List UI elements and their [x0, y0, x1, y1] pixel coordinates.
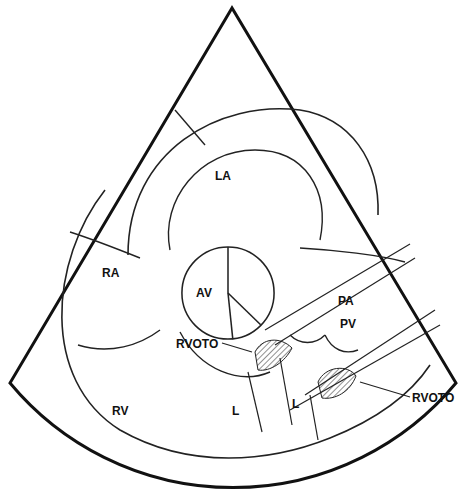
chamber-label: AV [196, 287, 212, 299]
rv-wall [62, 190, 430, 458]
anatomy-label: RV [112, 405, 128, 417]
la-inner-wall [168, 150, 322, 250]
length-line [310, 395, 318, 440]
anatomy-label: RA [102, 267, 119, 279]
anatomy-label: RVOTO [176, 338, 218, 350]
length-line [248, 372, 262, 432]
rvoto-hatch [318, 368, 356, 398]
anatomy-label: L [292, 398, 299, 410]
pulmonary-valve [290, 335, 325, 343]
anatomy-label: LA [215, 170, 231, 182]
leader-line [222, 343, 252, 352]
valve-circle: AV [180, 245, 276, 341]
anatomy-label: PA [338, 295, 354, 307]
valve-outline [180, 245, 276, 341]
la-wall [128, 109, 378, 255]
pa-line [275, 258, 415, 345]
leader-line [360, 382, 410, 397]
rvoto-hatch [255, 340, 292, 370]
pulmonary-valve [325, 335, 358, 352]
pa-line [265, 244, 410, 330]
length-line [280, 358, 292, 425]
sector-outline [10, 8, 456, 488]
anatomy-label: RVOTO [412, 392, 454, 404]
la-line [175, 110, 205, 145]
ra-wall [70, 232, 140, 258]
pa-wall [300, 248, 405, 262]
anatomy-label: L [232, 405, 239, 417]
ra-wall [78, 330, 160, 349]
anatomy-label: PV [340, 318, 356, 330]
